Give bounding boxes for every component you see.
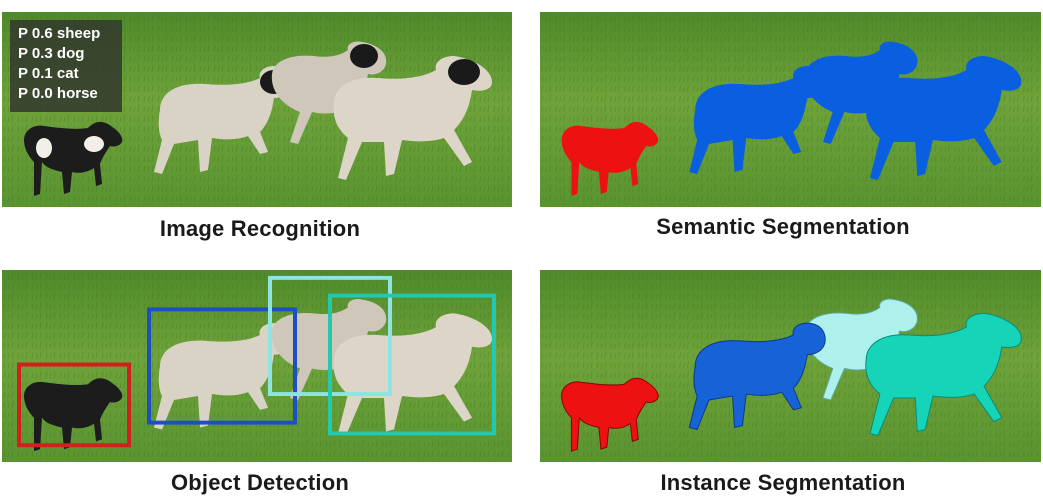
semantic-scene xyxy=(540,12,1041,207)
score-sheep: P 0.6 sheep xyxy=(18,25,101,42)
sheep-photo-b xyxy=(271,41,387,145)
detection-scene xyxy=(2,270,512,462)
dog-photo xyxy=(24,121,123,196)
bbox-sheep-a xyxy=(147,307,297,425)
recognition-scores-box: P 0.6 sheep P 0.3 dog P 0.1 cat P 0.0 ho… xyxy=(10,20,122,112)
panel-semantic-segmentation xyxy=(540,12,1041,207)
sheep-photo-c xyxy=(333,56,492,180)
score-horse: P 0.0 horse xyxy=(18,85,98,102)
caption-instance-segmentation: Instance Segmentation xyxy=(660,470,906,495)
caption-image-recognition: Image Recognition xyxy=(159,216,361,241)
bbox-sheep-c xyxy=(328,293,496,436)
caption-semantic-segmentation: Semantic Segmentation xyxy=(656,214,910,239)
panel-object-detection xyxy=(2,270,512,462)
score-cat: P 0.1 cat xyxy=(18,65,79,82)
instance-scene xyxy=(540,270,1041,462)
panel-instance-segmentation xyxy=(540,270,1041,462)
bbox-dog xyxy=(17,362,131,448)
score-dog: P 0.3 dog xyxy=(18,45,85,62)
caption-object-detection: Object Detection xyxy=(170,470,349,495)
panel-image-recognition: P 0.6 sheep P 0.3 dog P 0.1 cat P 0.0 ho… xyxy=(2,12,512,207)
